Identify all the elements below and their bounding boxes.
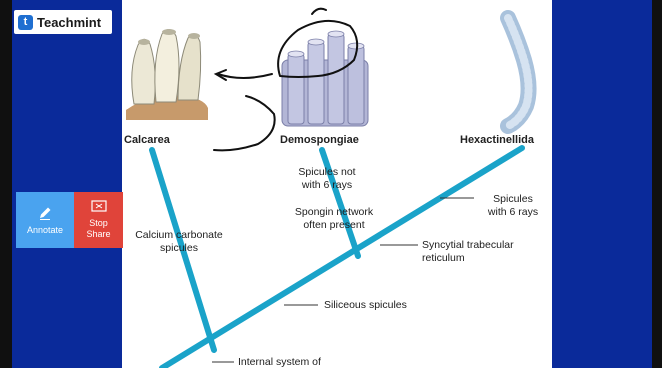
stop-share-label-line2: Share [86, 229, 110, 240]
window-left-edge [0, 0, 12, 368]
annotation-line: with 6 rays [282, 179, 372, 192]
annotation-line: Calcium carbonate [124, 229, 234, 242]
left-background-panel [12, 0, 122, 368]
label-calcarea: Calcarea [124, 134, 170, 147]
window-right-edge [652, 0, 662, 368]
teachmint-logo-icon: t [18, 15, 33, 30]
annotation-line: often present [284, 219, 384, 232]
annotation-calcium-carbonate: Calcium carbonate spicules [124, 229, 234, 255]
annotation-spongin-network: Spongin network often present [284, 206, 384, 232]
stop-share-button[interactable]: Stop Share [74, 192, 123, 248]
annotation-spicules-not-6-rays: Spicules not with 6 rays [282, 166, 372, 192]
annotation-line: Syncytial trabecular [422, 239, 514, 252]
stop-screen-share-icon [91, 200, 107, 214]
hexactinellida-illustration [508, 18, 529, 126]
demospongiae-illustration [282, 31, 368, 126]
annotation-line: spicules [124, 242, 234, 255]
annotation-line: with 6 rays [478, 206, 548, 219]
label-demospongiae: Demospongiae [280, 134, 359, 147]
annotate-label: Annotate [27, 225, 63, 236]
annotation-line: Spicules not [282, 166, 372, 179]
calcarea-illustration [126, 29, 208, 120]
brand-name: Teachmint [37, 15, 101, 30]
annotation-spicules-6-rays: Spicules with 6 rays [478, 193, 548, 219]
right-background-panel [552, 0, 652, 368]
annotation-line: Spicules [478, 193, 548, 206]
annotate-button[interactable]: Annotate [16, 192, 74, 248]
stop-share-label-line1: Stop [89, 218, 108, 229]
annotation-internal-system: Internal system of [238, 356, 321, 368]
label-hexactinellida: Hexactinellida [460, 134, 534, 147]
annotation-syncytial-reticulum: Syncytial trabecular reticulum [422, 239, 514, 265]
teachmint-logo: t Teachmint [14, 10, 112, 34]
annotation-siliceous-spicules: Siliceous spicules [324, 299, 407, 312]
pencil-icon [37, 205, 53, 221]
annotation-line: reticulum [422, 252, 514, 265]
shared-slide: Calcarea Demospongiae Hexactinellida Spi… [122, 0, 552, 368]
annotation-line: Spongin network [284, 206, 384, 219]
